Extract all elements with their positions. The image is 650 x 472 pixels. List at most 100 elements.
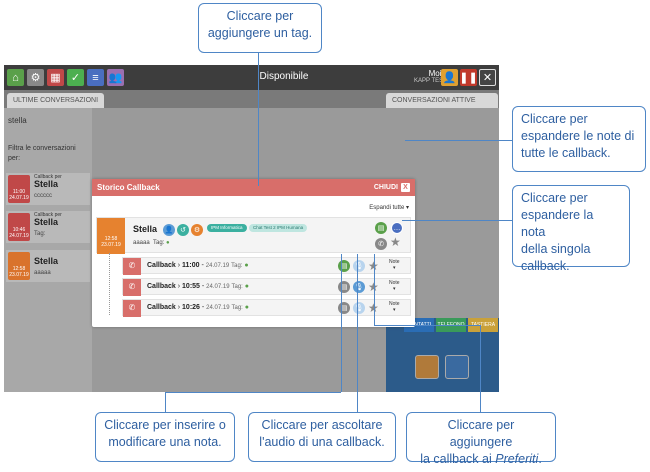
close-app-icon[interactable]: ✕ (479, 69, 496, 86)
list-item[interactable]: 12:58 23.07.19 Stella aaaaa (6, 250, 90, 282)
filter-label: Filtra le conversazioni per: (8, 145, 76, 162)
callback-label: Callback › 10:26 - 24.07.19 Tag: ● (147, 304, 250, 311)
mic-icon[interactable]: 🎙 (353, 260, 365, 272)
callout-line: Cliccare per inserire o (104, 418, 226, 432)
callout-line: l'audio di una callback. (259, 435, 385, 449)
users-icon[interactable]: 👥 (107, 69, 124, 86)
callback-label: Callback › 11:00 - 24.07.19 Tag: ● (147, 262, 249, 269)
leader-line (374, 254, 375, 326)
list-icon[interactable]: ≡ (87, 69, 104, 86)
leader-line (374, 325, 481, 326)
star-icon[interactable]: ★ (390, 235, 401, 249)
expand-note-button[interactable]: Note▾ (389, 280, 400, 292)
star-icon[interactable]: ★ (368, 280, 379, 294)
add-tag-icon[interactable]: ● (244, 304, 250, 311)
tag-label: Tag: (231, 305, 243, 311)
note-icon[interactable]: ▤ (375, 222, 387, 234)
callback-title: Callback (147, 283, 176, 290)
star-icon[interactable]: ★ (368, 301, 379, 315)
calendar-icon[interactable]: ▦ (47, 69, 64, 86)
conv-type: Callback per (34, 174, 62, 180)
user-icon[interactable]: 👤 (441, 69, 458, 86)
search-input[interactable]: stella (8, 116, 27, 125)
add-tag-icon[interactable]: ● (166, 240, 170, 246)
callout-expand-one: Cliccare per espandere la nota della sin… (512, 185, 630, 273)
callout-favorite: Cliccare per aggiungere la callback ai P… (406, 412, 556, 466)
callout-line: tutte le callback. (521, 146, 611, 160)
settings-icon[interactable]: ⚙ (191, 224, 203, 236)
contact-name: Stella (133, 224, 158, 234)
app-window: ⌂ ⚙ ▦ ✓ ≡ 👥 Disponibile MoiA KAPP TEST 👤… (4, 65, 499, 392)
callout-line: della singola (521, 242, 591, 256)
callback-title: Callback (147, 304, 176, 311)
pause-icon[interactable]: ❚❚ (459, 69, 478, 86)
note-icon[interactable]: ▤ (338, 281, 350, 293)
leader-line (165, 392, 166, 412)
chevron-down-icon: ▾ (405, 205, 409, 211)
callback-title: Callback (147, 262, 176, 269)
tab-tastiera[interactable]: TASTIERA (468, 318, 498, 332)
expand-all-button[interactable]: Espandi tutte ▾ (369, 204, 409, 211)
phone-icon[interactable]: ✆ (375, 238, 387, 250)
chat-icon[interactable]: … (391, 222, 403, 234)
user-icon[interactable]: 👤 (163, 224, 175, 236)
leader-line (405, 140, 512, 141)
phone-callback-icon: ✆ (123, 300, 141, 317)
callback-badge: 11:00 24.07.19 (8, 175, 30, 203)
top-bar: ⌂ ⚙ ▦ ✓ ≡ 👥 Disponibile MoiA KAPP TEST 👤… (4, 65, 499, 90)
chat-badge: 12:58 23.07.19 (8, 252, 30, 280)
callout-line: espandere la nota (521, 208, 594, 239)
callout-line: Cliccare per (521, 191, 588, 205)
history-icon[interactable]: ↺ (177, 224, 189, 236)
callback-date: 24.07.19 (206, 284, 230, 290)
leader-line (402, 220, 512, 221)
star-icon[interactable]: ★ (368, 259, 379, 273)
note-label: Note (389, 301, 400, 307)
tab-row: ULTIME CONVERSAZIONI CONVERSAZIONI ATTIV… (4, 90, 499, 108)
list-item[interactable]: 10:46 24.07.19 Callback per Stella Tag: (6, 211, 90, 243)
callout-emphasis: Preferiti (495, 452, 539, 466)
home-icon[interactable]: ⌂ (7, 69, 24, 86)
mic-icon[interactable]: 🎙 (353, 281, 365, 293)
add-tag-icon[interactable]: ● (244, 283, 250, 290)
callback-date: 24.07.19 (206, 305, 230, 311)
main-conversation-card: 12:58 23.07.19 Stella 👤 ↺ ⚙ IPM Informat… (96, 217, 411, 254)
callout-text: . (538, 452, 542, 466)
callout-expand-all: Cliccare per espandere le note di tutte … (512, 106, 646, 172)
close-label: CHIUDI (373, 184, 398, 191)
callout-audio: Cliccare per ascoltare l'audio di una ca… (248, 412, 396, 462)
contact-note: aaaaa (133, 240, 150, 246)
contact-sub: aaaaa Tag: ● (133, 240, 170, 246)
tab-conversazioni-attive[interactable]: CONVERSAZIONI ATTIVE (386, 93, 498, 108)
callback-date: 24.07.19 (205, 263, 230, 269)
add-contact-icon[interactable] (445, 355, 469, 379)
conv-type: Callback per (34, 212, 62, 218)
list-item[interactable]: 11:00 24.07.19 Callback per Stella ccccc… (6, 173, 90, 205)
note-icon[interactable]: ▤ (338, 260, 350, 272)
add-tag-icon[interactable]: ● (244, 262, 249, 269)
leader-line (165, 392, 341, 393)
tab-ultime-conversazioni[interactable]: ULTIME CONVERSAZIONI (7, 93, 105, 108)
chat-badge: 12:58 23.07.19 (97, 218, 125, 254)
expand-note-button[interactable]: Note▾ (389, 301, 400, 313)
callout-note: Cliccare per inserire o modificare una n… (95, 412, 235, 462)
tag-chip: IPM Informatica (207, 224, 247, 232)
conv-name: Stella (34, 256, 59, 266)
gear-icon[interactable]: ⚙ (27, 69, 44, 86)
user-info: MoiA KAPP TEST (414, 69, 447, 84)
callback-row: ✆ Callback › 11:00 - 24.07.19 Tag: ● ▤ 🎙… (122, 257, 411, 275)
conv-name: Stella (34, 217, 59, 227)
callback-row: ✆ Callback › 10:26 - 24.07.19 Tag: ● ▤ 🎙… (122, 299, 411, 317)
mic-icon[interactable]: 🎙 (353, 302, 365, 314)
callback-time: 11:00 (182, 262, 200, 269)
conv-sub: aaaaa (34, 270, 51, 276)
expand-note-button[interactable]: Note▾ (389, 259, 400, 271)
check-icon[interactable]: ✓ (67, 69, 84, 86)
expand-all-label: Espandi tutte (369, 205, 405, 211)
contacts-book-icon[interactable] (415, 355, 439, 379)
note-icon[interactable]: ▤ (338, 302, 350, 314)
leader-line (480, 325, 481, 412)
